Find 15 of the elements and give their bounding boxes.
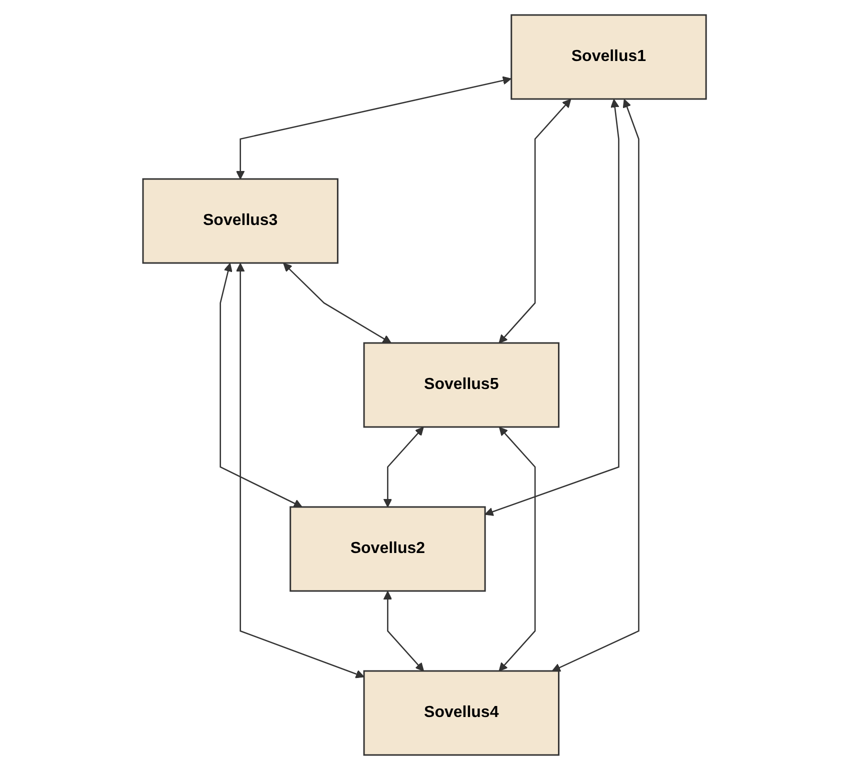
arrow [552,98,640,672]
arrow [383,590,424,671]
node-box: Sovellus3 [142,178,338,264]
node-box: Sovellus4 [363,670,560,756]
arrow [484,98,620,516]
arrow [283,262,392,343]
arrow [236,76,512,179]
node-box: Sovellus5 [363,342,560,428]
arrow [383,426,424,507]
node-box: Sovellus2 [290,506,486,592]
arrow [498,98,572,343]
arrow [236,262,364,678]
arrow [498,426,536,671]
node-box: Sovellus1 [510,14,707,100]
arrow [220,262,302,507]
